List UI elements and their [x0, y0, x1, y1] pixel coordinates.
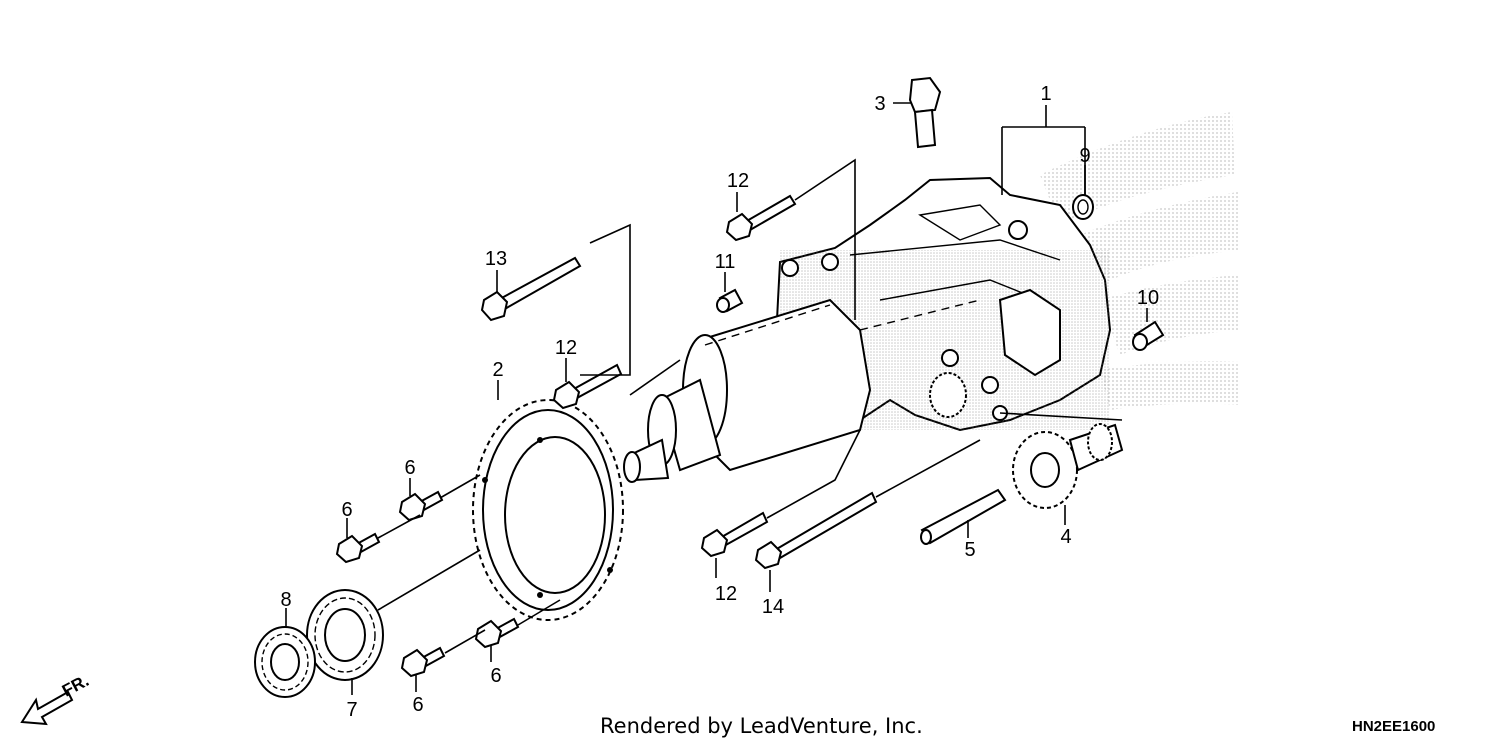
callout-12-upper: 12 — [727, 170, 749, 192]
callout-5: 5 — [964, 539, 975, 561]
callout-4: 4 — [1060, 526, 1071, 548]
render-credit: Rendered by LeadVenture, Inc. — [600, 714, 923, 738]
case-extension-cylinder — [623, 298, 981, 483]
callout-labels: 1 2 3 4 5 6 6 6 6 7 8 9 10 11 12 12 12 1… — [280, 83, 1159, 721]
callout-6-c: 6 — [490, 665, 501, 687]
dowel-pin-11 — [716, 288, 744, 313]
shaft-pin-part — [920, 488, 1007, 545]
callout-6-a: 6 — [404, 457, 415, 479]
front-direction-arrow-icon: FR. — [20, 671, 92, 726]
bearing-7-part — [306, 589, 384, 681]
callout-3: 3 — [874, 93, 885, 115]
callout-6-d: 6 — [412, 694, 423, 716]
callout-12-middle: 12 — [555, 337, 577, 359]
callout-12-lower: 12 — [715, 583, 737, 605]
bolt-12-lower — [700, 511, 769, 558]
callout-13: 13 — [485, 248, 507, 270]
bolt-14 — [754, 491, 878, 570]
callout-8: 8 — [280, 589, 291, 611]
breather-tube-part — [908, 76, 942, 149]
bolt-12-middle — [552, 363, 623, 410]
bolt-6-b — [335, 532, 381, 564]
callout-9: 9 — [1079, 145, 1090, 167]
callout-2: 2 — [492, 359, 503, 381]
gear-shaft-part — [929, 372, 1124, 509]
callout-14: 14 — [762, 596, 784, 618]
bolt-6-d — [400, 646, 446, 678]
bolt-6-c — [474, 617, 520, 649]
callout-7: 7 — [346, 699, 357, 721]
o-ring-part — [1072, 194, 1094, 220]
callout-6-b: 6 — [341, 499, 352, 521]
ring-gear-part — [472, 399, 624, 621]
callout-10: 10 — [1137, 287, 1159, 309]
bolt-13 — [480, 256, 582, 322]
dowel-pin-10 — [1132, 320, 1165, 351]
bearing-8-part — [254, 626, 316, 698]
callout-1: 1 — [1040, 83, 1051, 105]
bolt-12-upper — [725, 194, 797, 242]
diagram-code: HN2EE1600 — [1352, 718, 1435, 735]
callout-11: 11 — [715, 251, 736, 273]
leader-lines — [285, 102, 1148, 695]
bolt-6-a — [398, 490, 444, 522]
